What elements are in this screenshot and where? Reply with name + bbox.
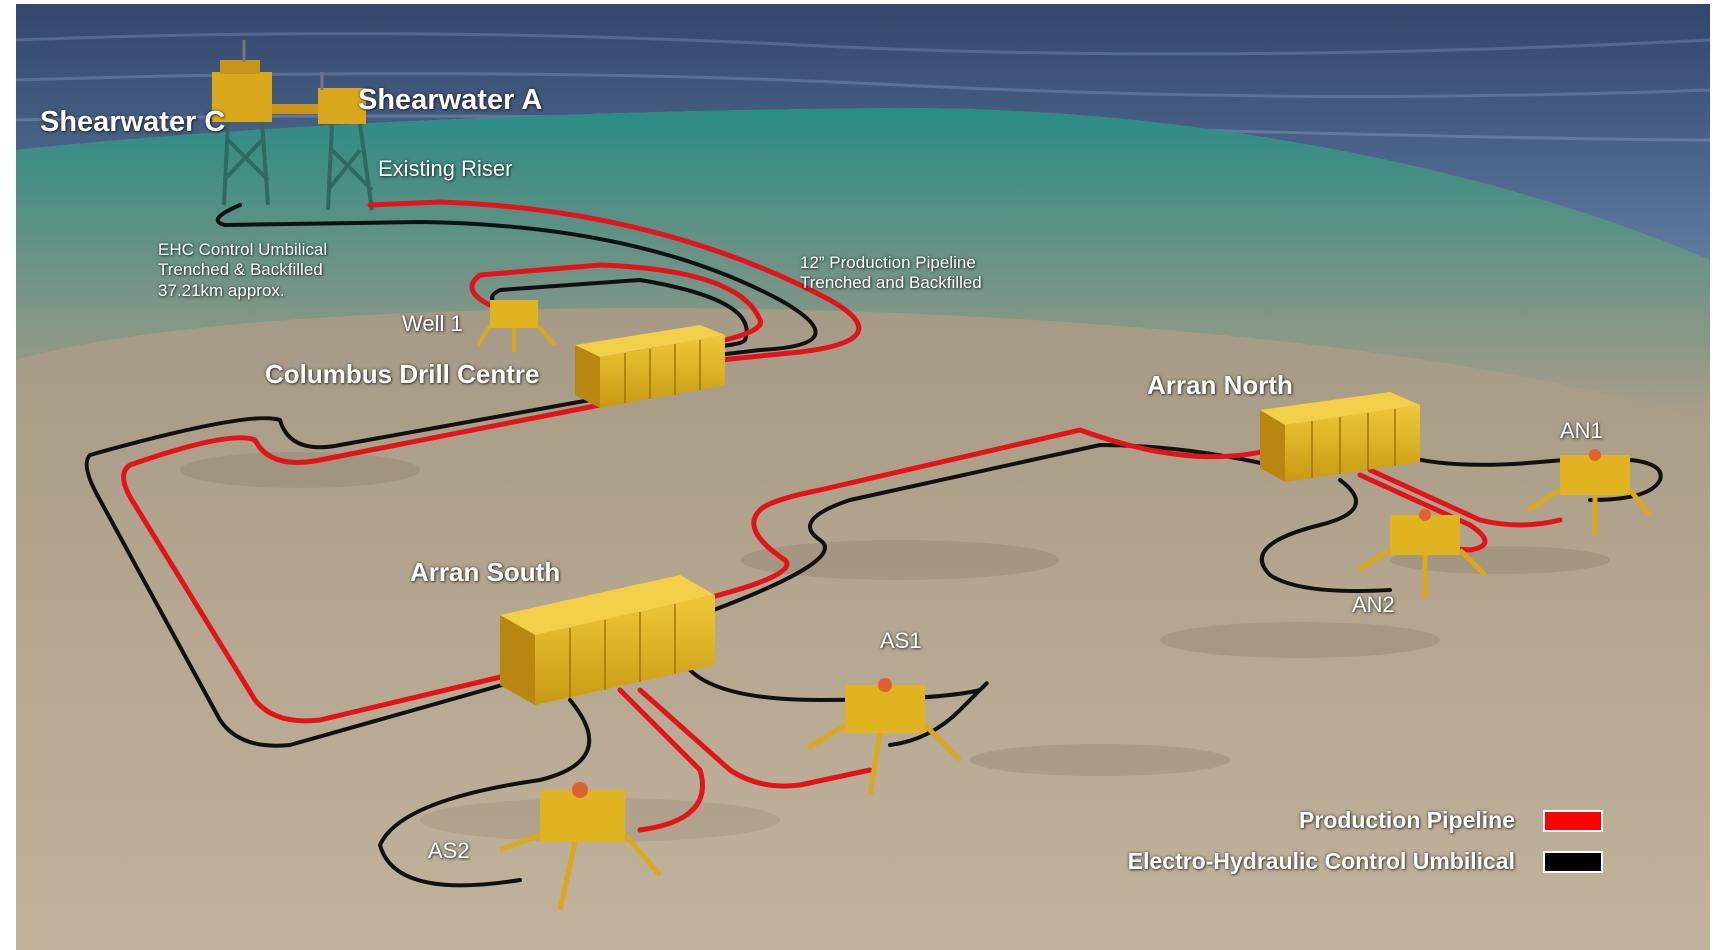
legend-label: Production Pipeline <box>1299 807 1515 833</box>
legend-item-production-pipeline: Production Pipeline <box>1299 807 1603 834</box>
label-arran-south: Arran South <box>410 557 561 587</box>
label-well1: Well 1 <box>402 311 463 336</box>
label-as1: AS1 <box>880 628 922 653</box>
pipeline-arran-south-to-as1 <box>637 687 873 789</box>
legend-swatch-black <box>1543 850 1603 873</box>
label-as2: AS2 <box>428 838 470 863</box>
label-existing-riser: Existing Riser <box>378 156 513 181</box>
pipeline-riser-to-columbus <box>367 199 862 375</box>
manifold-columbus <box>575 325 725 408</box>
umbilical-columbus-to-arran-south <box>84 398 592 748</box>
wellhead-as1 <box>806 678 962 796</box>
umbilical-arran-south-to-as1 <box>688 668 989 747</box>
label-columbus-drill-centre: Columbus Drill Centre <box>265 359 540 389</box>
pipeline-arran-north-to-an2 <box>1357 472 1488 553</box>
wellhead-an1 <box>1526 449 1652 535</box>
pipeline-arran-south-to-north <box>697 427 1273 603</box>
umbilical-riser-to-columbus <box>215 203 818 372</box>
pipeline-arran-north-to-an1 <box>1367 467 1563 528</box>
platform-shearwater-c <box>212 40 272 206</box>
pipeline-arran-south-to-as2 <box>617 687 705 833</box>
shallow-water-band <box>16 108 1710 420</box>
pipeline-columbus-to-arran-south <box>121 402 603 724</box>
label-an2: AN2 <box>1352 592 1395 617</box>
wellhead-well1 <box>476 300 557 352</box>
legend-item-control-umbilical: Electro-Hydraulic Control Umbilical <box>1128 848 1603 875</box>
label-pipeline-note: 12” Production Pipeline Trenched and Bac… <box>800 253 982 293</box>
manifold-arran-south <box>500 575 715 705</box>
wellhead-as2 <box>499 782 662 911</box>
wellhead-an2 <box>1356 509 1487 598</box>
label-shearwater-a: Shearwater A <box>358 84 543 116</box>
umbilical-arran-south-to-as2 <box>378 698 592 888</box>
label-umbilical-note: EHC Control Umbilical Trenched & Backfil… <box>158 240 328 300</box>
legend-label: Electro-Hydraulic Control Umbilical <box>1127 848 1515 874</box>
label-arran-north: Arran North <box>1147 370 1293 400</box>
manifold-arran-north <box>1260 392 1420 482</box>
legend-swatch-red <box>1543 809 1603 832</box>
label-an1: AN1 <box>1560 418 1603 443</box>
label-shearwater-c: Shearwater C <box>40 106 226 138</box>
platform-shearwater-a <box>272 72 374 211</box>
umbilical-arran-south-to-north <box>698 443 1272 617</box>
umbilical-arran-north-to-an2 <box>1259 478 1392 593</box>
